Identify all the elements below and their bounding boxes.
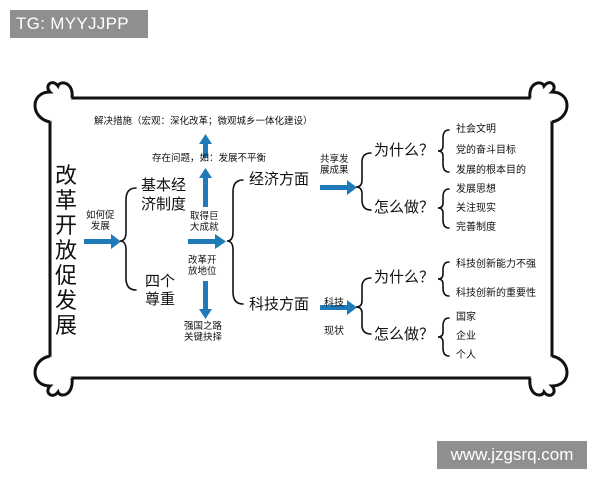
- brace-tech: [355, 277, 372, 335]
- label-achievements: 取得巨 大成就: [190, 211, 219, 233]
- tech-why-item: 科技创新能力不强: [456, 259, 536, 270]
- arrow-up-2: [199, 134, 212, 158]
- economy-why-label: 为什么？: [374, 141, 435, 159]
- key-choice: 强国之路 关键抉择: [184, 321, 223, 343]
- existing-problems: 存在问题，如：发展不平衡: [152, 153, 267, 164]
- economy-why-item: 社会文明: [456, 124, 496, 135]
- brace-left: [119, 187, 137, 291]
- brace-economy: [355, 152, 372, 211]
- brace-mid: [226, 179, 244, 305]
- solution-measures: 解决措施（宏观：深化改革；微观城乡一体化建设）: [94, 116, 313, 127]
- watermark-top: TG: MYYJJPP: [10, 10, 148, 38]
- economy-how-label: 怎么做？: [374, 198, 435, 216]
- tech-why-item: 科技创新的重要性: [456, 288, 536, 299]
- label-tech-status: 科技 现状: [324, 298, 344, 337]
- arrow-achieve: [188, 234, 226, 249]
- economy-why-item: 党的奋斗目标: [456, 145, 516, 156]
- branch-lines: [119, 129, 450, 357]
- economy-why-item: 发展的根本目的: [456, 165, 526, 176]
- brace-economy-why: [437, 129, 450, 173]
- economy-how-item: 发展思想: [456, 184, 496, 195]
- tech-how-item: 企业: [456, 331, 476, 342]
- economy-how-item: 完善制度: [456, 222, 496, 233]
- blue-arrows: [84, 134, 357, 319]
- tech-how-label: 怎么做？: [374, 325, 435, 343]
- arrow-up: [199, 168, 212, 207]
- tech-how-item: 国家: [456, 312, 476, 323]
- brace-tech-how: [437, 317, 450, 357]
- frame-corner-ornaments: [33, 81, 569, 397]
- basic-economic-system: 基本经 济制度: [141, 176, 187, 213]
- brace-economy-how: [437, 188, 450, 229]
- four-respects: 四个 尊重: [145, 272, 176, 308]
- label-share-results: 共享发 展成果: [320, 154, 349, 176]
- arrow-share: [320, 180, 357, 195]
- arrow-down: [199, 281, 212, 319]
- arrow-how: [84, 234, 121, 249]
- tech-why-label: 为什么？: [374, 268, 435, 286]
- arrow-status: [320, 300, 357, 315]
- watermark-bottom: www.jzgsrq.com: [437, 441, 587, 469]
- tech-how-item: 个人: [456, 350, 476, 361]
- root-title: 改革开放促发展: [54, 164, 77, 339]
- economy-how-item: 关注现实: [456, 203, 496, 214]
- reform-position: 改革开 放地位: [188, 255, 217, 277]
- brace-tech-why: [437, 261, 450, 297]
- economy-title: 经济方面: [249, 170, 310, 188]
- tech-title: 科技方面: [249, 295, 310, 313]
- label-how-to-develop: 如何促 发展: [86, 210, 115, 232]
